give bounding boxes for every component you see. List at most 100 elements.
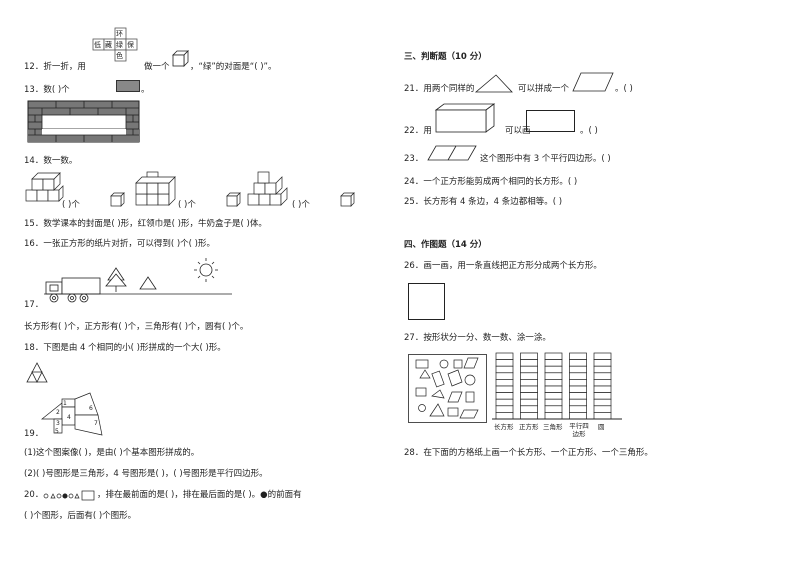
tally-cell[interactable] xyxy=(520,372,538,380)
truck-scene-figure xyxy=(44,258,232,303)
tally-cell[interactable] xyxy=(569,385,587,393)
fig-num-5: 5 xyxy=(55,428,59,435)
tally-cell[interactable] xyxy=(593,412,612,420)
tally-cell[interactable] xyxy=(495,398,514,407)
q27-text: 27．按形状分一分、数一数、涂一涂。 xyxy=(404,333,551,343)
unit-cube-icon-2 xyxy=(226,192,241,207)
rectangle-icon xyxy=(526,110,575,132)
parallelogram-icon xyxy=(572,72,614,92)
tally-cell[interactable] xyxy=(544,372,563,380)
q12-text-c: ，“绿”的对面是“( )”。 xyxy=(190,62,277,72)
tally-cell[interactable] xyxy=(520,365,538,374)
tally-cell[interactable] xyxy=(569,379,587,387)
tally-cell[interactable] xyxy=(544,352,563,360)
q23-text-b: 这个图形中有 3 个平行四边形。( ) xyxy=(480,154,611,164)
net-cell-2: 低 xyxy=(94,41,101,49)
tally-cell[interactable] xyxy=(520,385,538,393)
q26-text: 26．画一画，用一条直线把正方形分成两个长方形。 xyxy=(404,261,602,271)
net-cell-1: 环 xyxy=(116,30,123,38)
q22-text-b: 可以画 xyxy=(505,126,531,136)
q21-text-b: 可以拼成一个 xyxy=(518,84,570,94)
tally-cell[interactable] xyxy=(495,352,514,360)
unit-cube-icon-3 xyxy=(340,192,355,207)
tally-cell[interactable] xyxy=(495,372,514,380)
fig-num-7: 7 xyxy=(94,420,98,427)
tally-cell[interactable] xyxy=(569,412,587,420)
tally-cell[interactable] xyxy=(569,398,587,407)
tally-cell[interactable] xyxy=(544,398,563,407)
q17-number: 17． xyxy=(24,300,44,310)
q20-number: 20． xyxy=(24,490,44,500)
q22-text-c: 。( ) xyxy=(580,126,598,136)
tally-cell[interactable] xyxy=(593,372,612,380)
q17-text: 长方形有( )个，正方形有( )个，三角形有( )个，圆有( )个。 xyxy=(24,322,249,332)
q12-text-b: 做一个 xyxy=(144,62,170,72)
tally-cell[interactable] xyxy=(593,352,612,360)
cuboid-icon xyxy=(434,103,496,133)
tally-cell[interactable] xyxy=(569,405,587,413)
q19-sub2: (2)( )号图形是三角形，4 号图形是( )，( )号图形是平行四边形。 xyxy=(24,469,268,479)
tally-cell[interactable] xyxy=(544,385,563,393)
fig-num-6: 6 xyxy=(89,405,93,412)
tally-cell[interactable] xyxy=(593,365,612,374)
tally-cell[interactable] xyxy=(520,405,538,413)
tally-cell[interactable] xyxy=(520,359,538,367)
net-cell-3: 藏 xyxy=(105,41,112,49)
q13-text-b: 。 xyxy=(141,85,150,95)
cube-stack-3 xyxy=(247,171,288,206)
tally-cell[interactable] xyxy=(495,412,514,420)
tally-cell[interactable] xyxy=(495,385,514,393)
tally-cell[interactable] xyxy=(544,379,563,387)
tally-cell[interactable] xyxy=(544,392,563,400)
tally-cell[interactable] xyxy=(520,398,538,407)
q14-blank-1: ( )个 xyxy=(62,200,80,210)
tally-cell[interactable] xyxy=(495,359,514,367)
tally-cell[interactable] xyxy=(520,392,538,400)
tally-cell[interactable] xyxy=(593,398,612,407)
cube-net-figure xyxy=(92,27,138,62)
q14-blank-2: ( )个 xyxy=(178,200,196,210)
tangram-fish-figure xyxy=(41,392,103,436)
q21-text-a: 21．用两个同样的 xyxy=(404,84,475,94)
tally-cell[interactable] xyxy=(569,372,587,380)
cube-stack-1 xyxy=(25,172,64,202)
tally-bar-grid xyxy=(492,352,622,420)
tally-cell[interactable] xyxy=(495,392,514,400)
tally-cell[interactable] xyxy=(520,352,538,360)
tally-cell[interactable] xyxy=(569,352,587,360)
q25-text: 25．长方形有 4 条边，4 条边都相等。( ) xyxy=(404,197,563,207)
tally-cell[interactable] xyxy=(520,412,538,420)
mixed-shapes-box xyxy=(408,354,487,423)
cube-stack-2 xyxy=(135,171,176,206)
tally-cell[interactable] xyxy=(569,392,587,400)
q22-text-a: 22．用 xyxy=(404,126,432,136)
tally-cell[interactable] xyxy=(495,379,514,387)
tally-cell[interactable] xyxy=(569,359,587,367)
brick-wall-figure xyxy=(27,100,140,143)
tally-cell[interactable] xyxy=(593,392,612,400)
small-cube-icon xyxy=(172,50,189,67)
tally-cell[interactable] xyxy=(520,379,538,387)
tally-cell[interactable] xyxy=(593,385,612,393)
bar-label-rectangle: 长方形 xyxy=(494,423,514,431)
tally-cell[interactable] xyxy=(544,405,563,413)
tally-cell[interactable] xyxy=(593,359,612,367)
tally-cell[interactable] xyxy=(544,412,563,420)
tally-cell[interactable] xyxy=(569,365,587,374)
triangle-figure xyxy=(26,362,48,383)
q20-text-b: ，排在最前面的是( )，排在最后面的是( )。●的前面有 xyxy=(97,490,302,500)
fig-num-4: 4 xyxy=(67,414,71,421)
q20-text-c: ( )个图形，后面有( )个图形。 xyxy=(24,511,137,521)
section-3-heading: 三、判断题（10 分） xyxy=(404,52,487,62)
tally-cell[interactable] xyxy=(544,365,563,374)
tally-cell[interactable] xyxy=(495,405,514,413)
tally-cell[interactable] xyxy=(544,359,563,367)
fig-num-1: 1 xyxy=(63,400,67,407)
tally-cell[interactable] xyxy=(593,379,612,387)
q18-text: 18．下图是由 4 个相同的小( )形拼成的一个大( )形。 xyxy=(24,343,226,353)
gray-brick-icon xyxy=(116,80,140,92)
tally-cell[interactable] xyxy=(495,365,514,374)
q14-blank-3: ( )个 xyxy=(292,200,310,210)
bar-label-parallelogram: 平行四边形 xyxy=(569,422,589,438)
tally-cell[interactable] xyxy=(593,405,612,413)
